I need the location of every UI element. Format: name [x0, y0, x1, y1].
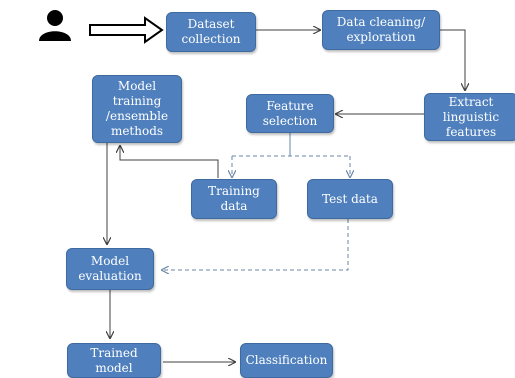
training-data-node: Training data	[191, 179, 277, 219]
feature-selection-node: Feature selection	[246, 94, 334, 133]
data-cleaning-node: Data cleaning/ exploration	[322, 10, 440, 50]
model-training-node: Model training /ensemble methods	[92, 75, 182, 143]
edge-cleaning-to-extract	[440, 29, 465, 90]
edge-test-to-evaluation	[162, 219, 349, 270]
test-data-node: Test data	[307, 179, 393, 219]
edge-training-to-model	[120, 146, 219, 178]
extract-features-node: Extract linguistic features	[424, 93, 515, 141]
user-icon	[39, 10, 71, 41]
hollow-arrow-icon	[89, 16, 164, 44]
dataset-collection-node: Dataset collection	[166, 12, 256, 52]
model-evaluation-node: Model evaluation	[66, 248, 154, 290]
trained-model-node: Trained model	[67, 343, 161, 378]
classification-node: Classification	[240, 343, 333, 378]
